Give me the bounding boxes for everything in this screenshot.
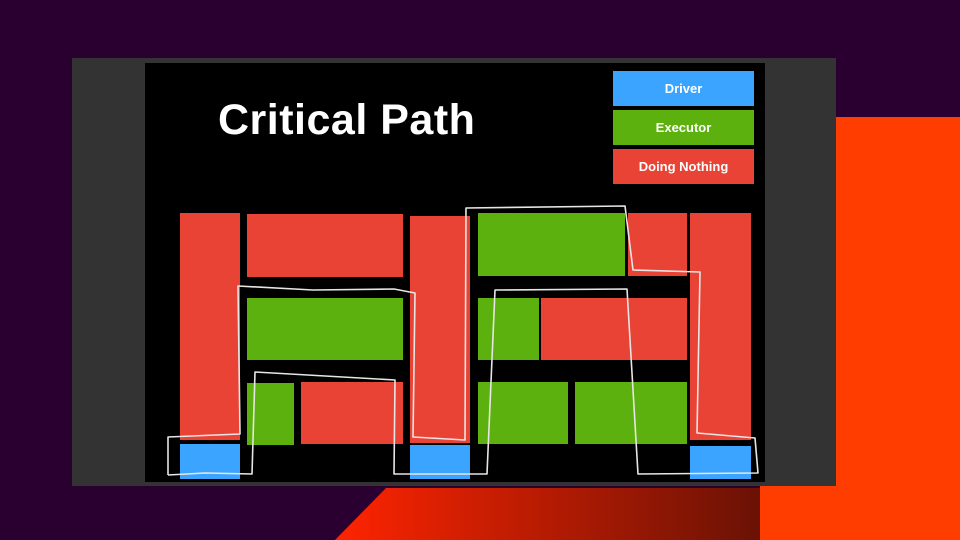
legend-driver: Driver [613,71,754,106]
legend-executor: Executor [613,110,754,145]
idle-block [628,213,687,276]
background-gradient-shape [335,488,760,540]
executor-block [575,382,687,444]
executor-block [478,213,625,276]
executor-block [478,382,568,444]
slide-title: Critical Path [218,96,476,144]
idle-block [541,298,687,360]
legend-doing-nothing: Doing Nothing [613,149,754,184]
idle-block [410,216,470,443]
idle-block [247,214,403,277]
executor-block [478,298,539,360]
idle-block [180,213,240,440]
idle-block [301,382,403,444]
executor-block [247,298,403,360]
idle-block [690,213,751,440]
